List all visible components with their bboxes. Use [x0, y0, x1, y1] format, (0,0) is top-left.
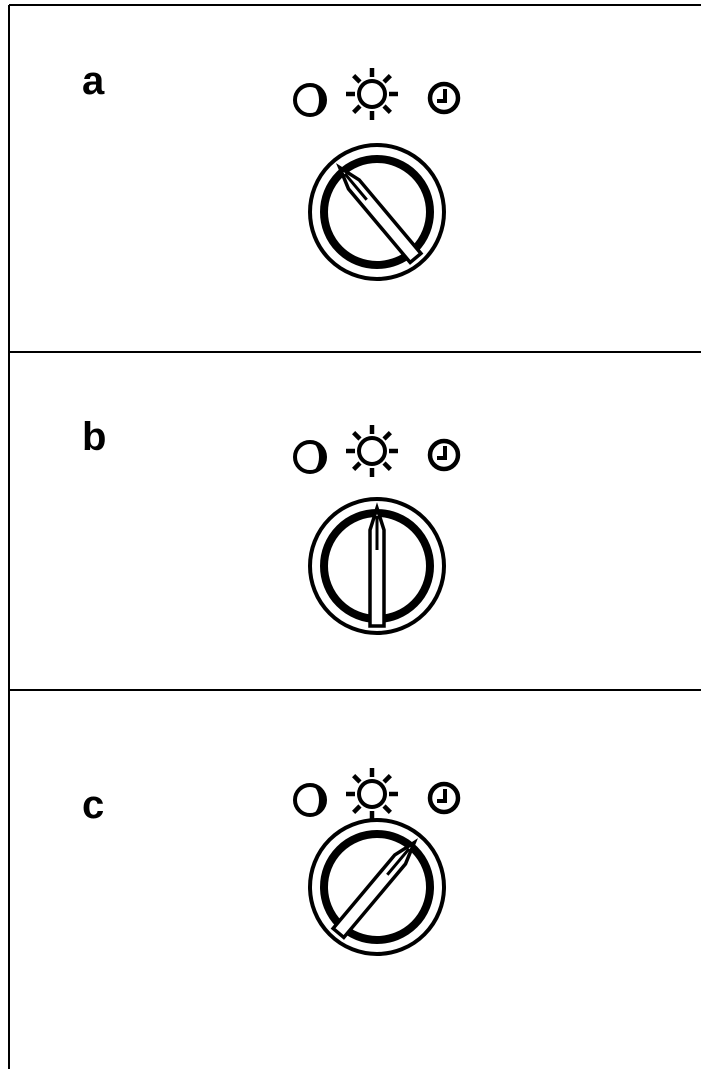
knob-pointer — [336, 163, 424, 265]
knob-pointer — [368, 502, 386, 628]
clock-icon — [427, 438, 461, 472]
mode-icons — [293, 68, 461, 120]
clock-icon — [427, 781, 461, 815]
knob-pointer — [330, 838, 418, 940]
half-moon-icon — [293, 783, 327, 817]
mode-icons — [293, 425, 461, 477]
selector-knob[interactable] — [308, 143, 446, 281]
half-moon-icon — [293, 440, 327, 474]
panel-label-c: c — [82, 783, 104, 827]
half-moon-icon — [293, 83, 327, 117]
selector-knob[interactable] — [308, 818, 446, 956]
panel-label-a: a — [82, 59, 105, 103]
panel-label-b: b — [82, 415, 106, 459]
panel-a: a — [82, 59, 461, 281]
selector-knob[interactable] — [308, 497, 446, 635]
sun-icon — [346, 768, 398, 820]
panel-frame — [8, 4, 701, 1069]
mode-icons — [293, 768, 461, 820]
clock-icon — [427, 81, 461, 115]
panel-b: b — [82, 415, 461, 635]
panel-c: c — [82, 768, 461, 956]
sun-icon — [346, 68, 398, 120]
sun-icon — [346, 425, 398, 477]
